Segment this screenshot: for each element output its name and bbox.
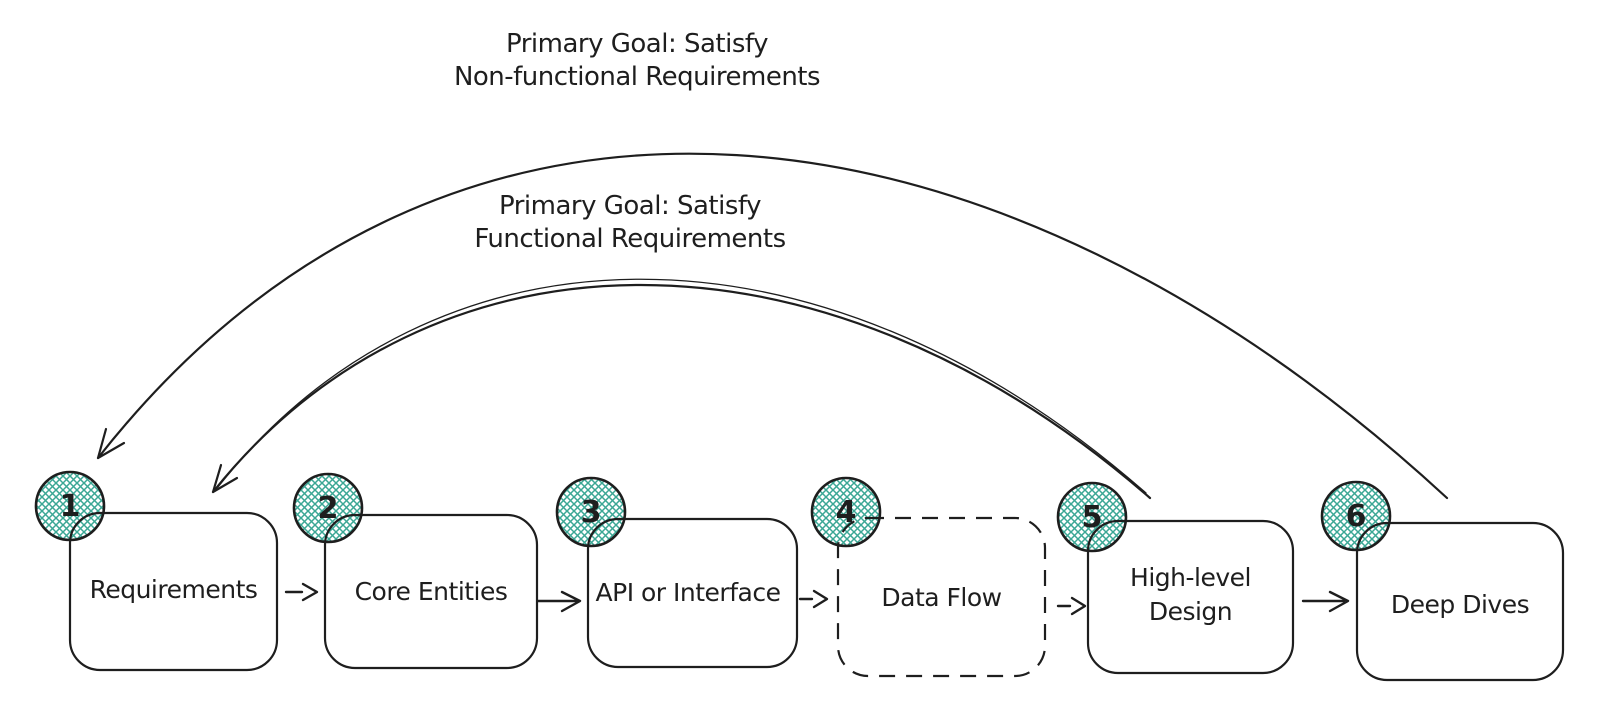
- arrow-2-to-3-icon: [536, 590, 582, 613]
- step-box-data-flow: [836, 516, 1047, 678]
- step-badge-2-circle: [292, 472, 364, 544]
- step-box-high-level-design: [1086, 519, 1295, 675]
- nonfunctional-arc-arrowhead-icon: [96, 427, 126, 460]
- step-label-deep-dives: Deep Dives: [1390, 590, 1530, 619]
- step-badge-3-number: 3: [580, 494, 602, 530]
- step-box-requirements: [68, 511, 279, 672]
- step-badge-6-number: 6: [1345, 498, 1367, 534]
- step-box-api-or-interface: [586, 517, 799, 669]
- step-badge-5-circle: [1056, 481, 1128, 553]
- arrow-1-to-2-icon: [284, 582, 319, 602]
- step-label-core-entities: Core Entities: [354, 577, 508, 606]
- step-badge-4-number: 4: [835, 494, 857, 530]
- nonfunctional-goal-annotation: Primary Goal: Satisfy Non-functional Req…: [453, 29, 821, 92]
- arrow-5-to-6-icon: [1301, 590, 1350, 613]
- nonfunctional-arc: [96, 152, 1449, 500]
- step-badge-6-circle: [1320, 480, 1392, 552]
- step-label-data-flow: Data Flow: [881, 583, 1002, 612]
- arrow-3-to-4-icon: [798, 589, 829, 609]
- step-label-requirements: Requirements: [89, 575, 258, 604]
- step-label-high-level-design: High-level Design: [1130, 563, 1251, 626]
- functional-arc-sketch-line: [217, 278, 1147, 494]
- arrow-4-to-5-icon: [1056, 596, 1087, 616]
- functional-goal-annotation: Primary Goal: Satisfy Functional Require…: [474, 191, 786, 254]
- step-label-api-or-interface: API or Interface: [595, 578, 781, 607]
- step-badge-1-number: 1: [59, 488, 81, 524]
- functional-arc-arrowhead-icon: [211, 463, 239, 494]
- step-badge-3-circle: [555, 476, 627, 548]
- functional-arc: [211, 284, 1152, 500]
- step-badge-4-circle: [810, 476, 882, 548]
- step-box-core-entities: [323, 513, 539, 670]
- step-badge-2-number: 2: [317, 490, 339, 526]
- step-box-deep-dives: [1355, 521, 1565, 682]
- step-badge-5-number: 5: [1081, 499, 1103, 535]
